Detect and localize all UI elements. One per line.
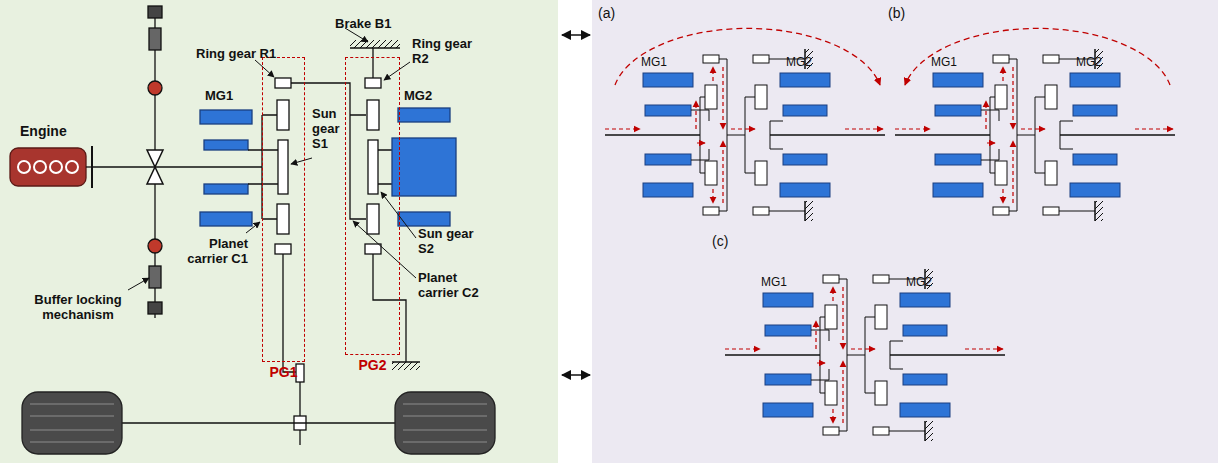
drawing-part xyxy=(248,150,278,184)
subfigure-label: (b) xyxy=(888,6,905,21)
drawing-part xyxy=(895,49,1175,221)
drawing-part xyxy=(122,422,395,424)
engine-label: Engine xyxy=(20,124,67,139)
drawing-part xyxy=(148,81,162,95)
drawing-part xyxy=(392,362,420,370)
drawing-part xyxy=(384,62,410,80)
left-schematic xyxy=(10,6,495,454)
subfigure-label: (a) xyxy=(598,6,615,21)
drawing-part xyxy=(367,100,379,130)
drawing-part xyxy=(378,150,392,184)
right-panel xyxy=(592,0,1218,463)
motor-label: MG2 xyxy=(786,55,812,70)
mode-sketches xyxy=(605,28,1175,441)
drawing-part xyxy=(291,158,312,164)
drawing-part xyxy=(147,150,163,184)
drawing-part xyxy=(605,49,885,221)
drawing-part xyxy=(291,83,366,219)
drawing-part xyxy=(204,140,248,150)
drawing-part xyxy=(149,28,161,50)
drawing-part xyxy=(365,244,381,254)
drawing-part xyxy=(395,392,495,454)
drawing-part xyxy=(34,161,46,173)
drawing-part xyxy=(128,278,149,290)
drawing-part xyxy=(275,78,291,88)
drawing-part xyxy=(368,140,378,194)
subfigure-label: (c) xyxy=(712,234,728,249)
drawing-part xyxy=(725,269,1005,441)
part-label: Ring gear R2 xyxy=(412,36,474,66)
drawing-part xyxy=(262,115,277,219)
part-label: Sun gear S2 xyxy=(418,226,490,256)
drawing-part xyxy=(66,161,78,173)
drawing-part xyxy=(392,138,456,196)
drawing-part xyxy=(200,212,252,226)
drawing-part xyxy=(299,382,300,445)
drawing-part xyxy=(255,60,274,77)
motor-label: MG1 xyxy=(761,275,787,290)
motor-label: MG2 xyxy=(404,88,432,103)
drawing-part xyxy=(277,204,289,234)
motor-label: MG2 xyxy=(906,275,932,290)
part-label: Planet carrier C2 xyxy=(418,270,490,300)
drawing-part xyxy=(30,404,487,442)
motor-label: MG2 xyxy=(1076,55,1102,70)
left-panel xyxy=(0,0,558,463)
planetary-set-box: PG1 xyxy=(262,57,305,362)
drawing-part xyxy=(92,166,262,167)
drawing-part xyxy=(148,6,162,18)
drawing-part xyxy=(204,184,248,194)
drawing-part xyxy=(278,140,288,194)
part-label: Sun gear S1 xyxy=(312,106,346,151)
motor-label: MG1 xyxy=(931,55,957,70)
part-label: Brake B1 xyxy=(335,16,391,31)
drawing-part xyxy=(373,254,406,362)
part-label: Ring gear R1 xyxy=(196,46,276,61)
drawing-part xyxy=(148,302,162,314)
part-label: Planet carrier C1 xyxy=(186,236,248,266)
drawing-part xyxy=(905,28,1170,85)
drawing-part xyxy=(562,374,590,376)
drawing-part xyxy=(283,254,296,372)
drawing-part xyxy=(372,48,373,78)
drawing-part xyxy=(365,78,381,88)
drawing-part xyxy=(148,239,162,253)
drawing-part xyxy=(200,110,252,124)
drawing-part xyxy=(50,161,62,173)
motor-label: MG1 xyxy=(641,55,667,70)
drawing-part xyxy=(398,108,450,122)
drawing-part xyxy=(246,222,260,233)
planetary-set-box: PG2 xyxy=(345,57,400,355)
part-label: Buffer locking mechanism xyxy=(28,292,128,322)
drawing-part xyxy=(10,148,86,186)
drawing-part xyxy=(128,28,416,290)
group-label: PG1 xyxy=(269,364,297,380)
drawing-part xyxy=(277,100,289,130)
drawing-part xyxy=(353,221,416,278)
group-label: PG2 xyxy=(358,357,386,373)
drawing-part xyxy=(18,161,30,173)
drawing-part xyxy=(367,204,379,234)
drawing-part xyxy=(22,392,122,454)
link-arrows xyxy=(562,35,590,375)
drawing-part xyxy=(149,266,161,288)
drawing-part xyxy=(562,34,590,36)
drawing-part xyxy=(350,40,400,48)
drawing-part xyxy=(615,28,880,85)
motor-label: MG1 xyxy=(205,88,233,103)
drawing-part xyxy=(275,244,291,254)
drawing-part xyxy=(381,192,416,238)
